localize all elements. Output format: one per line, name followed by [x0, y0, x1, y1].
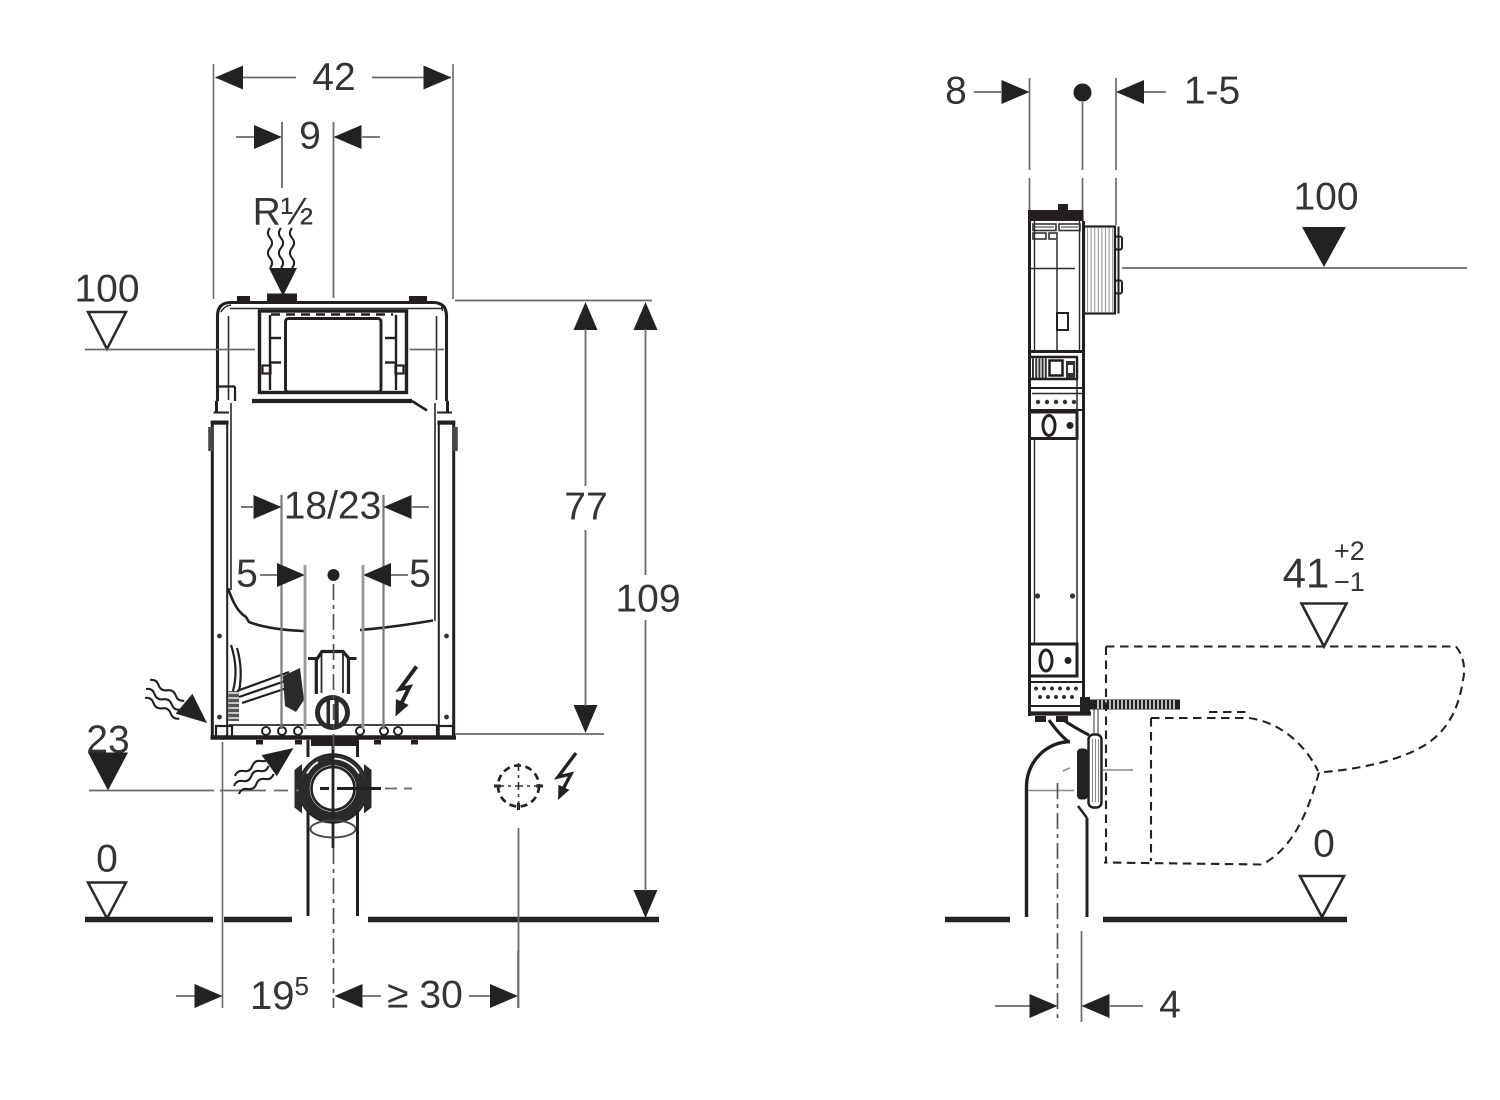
svg-text:42: 42 — [312, 56, 355, 99]
svg-text:5: 5 — [409, 553, 431, 596]
svg-text:109: 109 — [615, 578, 680, 621]
svg-text:18/23: 18/23 — [284, 485, 382, 528]
svg-text:≥ 30: ≥ 30 — [387, 974, 463, 1017]
svg-text:100: 100 — [1293, 176, 1358, 219]
svg-text:R½: R½ — [253, 191, 314, 234]
svg-text:100: 100 — [74, 268, 139, 311]
svg-text:8: 8 — [945, 70, 967, 113]
svg-text:9: 9 — [299, 115, 321, 158]
svg-text:0: 0 — [96, 838, 118, 881]
svg-text:4: 4 — [1159, 984, 1181, 1027]
svg-text:77: 77 — [564, 486, 607, 529]
svg-text:41: 41 — [1283, 550, 1330, 597]
svg-text:1-5: 1-5 — [1184, 70, 1240, 113]
svg-text:0: 0 — [1313, 823, 1335, 866]
svg-text:−1: −1 — [1334, 567, 1365, 597]
svg-text:+2: +2 — [1334, 536, 1365, 566]
svg-text:5: 5 — [236, 553, 258, 596]
